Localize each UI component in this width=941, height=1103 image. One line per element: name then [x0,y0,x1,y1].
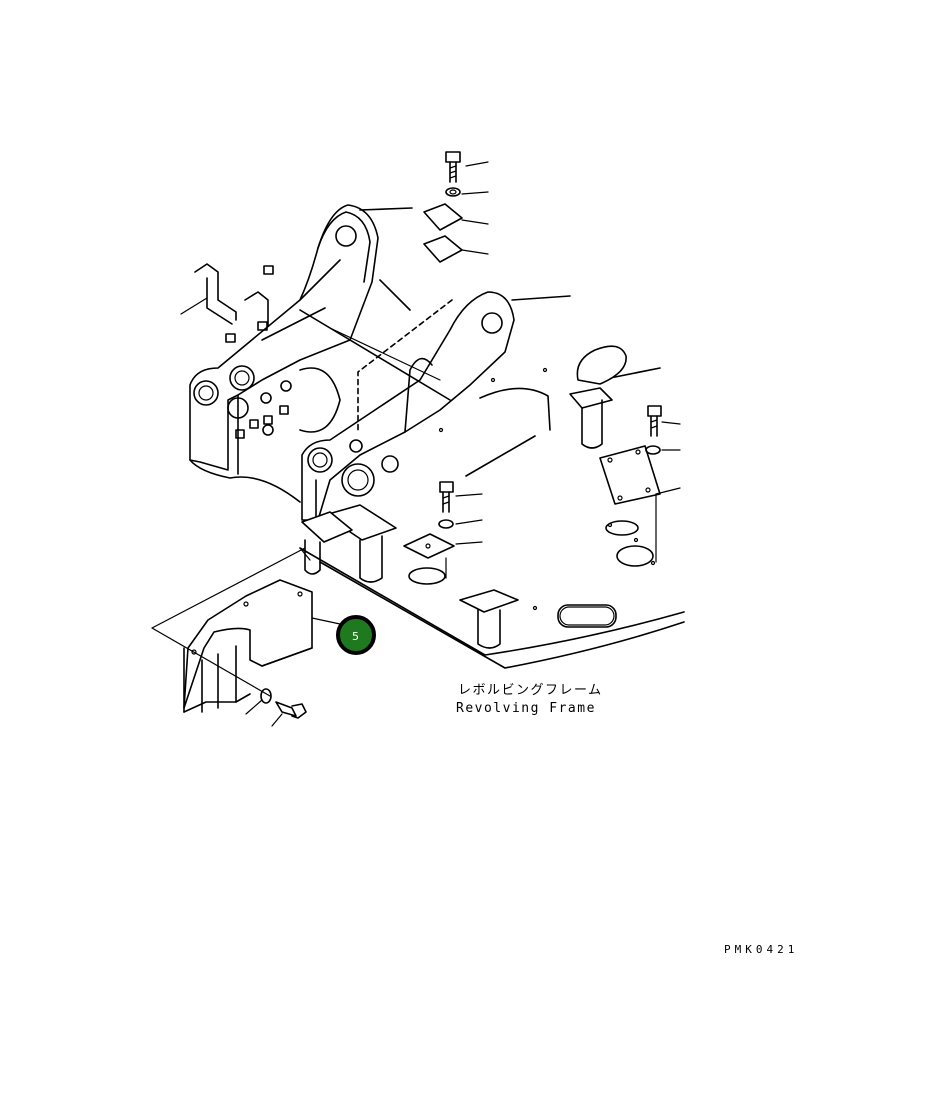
caption-english: Revolving Frame [456,701,596,716]
frame-pads [301,345,627,649]
middle-cover-hardware [403,481,483,579]
pipe-bracket [180,263,274,343]
hidden-edge-line [357,299,453,433]
guard-bolt-washer [245,688,307,727]
callout-number: 5 [352,630,359,643]
revolving-frame-deck [299,367,685,669]
drawing-code: PMK0421 [724,943,798,956]
callout-circle[interactable] [336,615,376,655]
boom-foot-bracket-right [301,291,515,526]
right-cover-hardware [599,405,681,563]
part-callout-5[interactable]: 5 [336,615,376,655]
boom-foot-bracket-left [189,204,379,503]
bracket-cross-beams [261,207,571,433]
top-cover-hardware [423,151,489,263]
caption-japanese: レボルビングフレーム [458,683,603,698]
guard-plate [151,547,341,713]
